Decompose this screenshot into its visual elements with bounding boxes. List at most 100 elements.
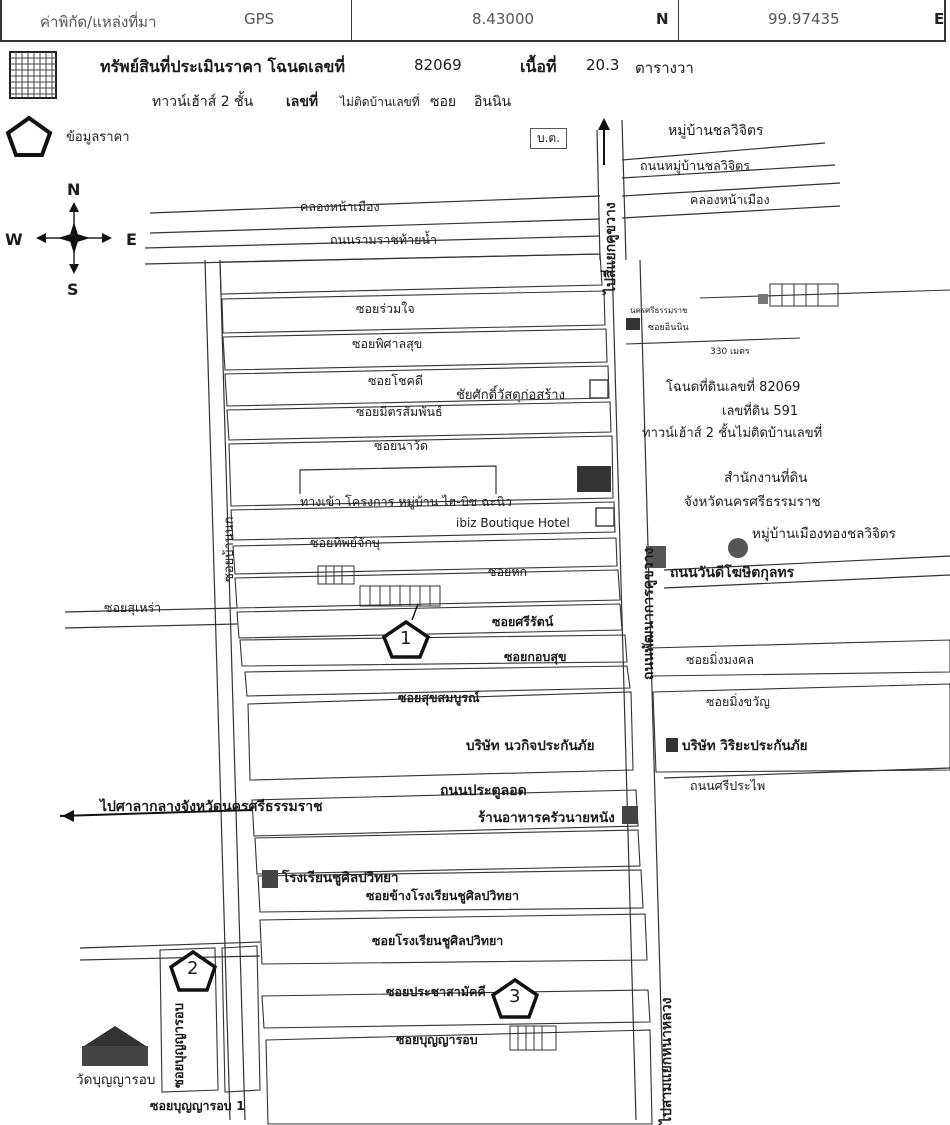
soi-prachasamakkhi: ซอยประชาสามัคคี xyxy=(386,984,486,999)
soi-phisansuk: ซอยพิศาลสุข xyxy=(352,336,423,351)
nawakit-insurance: บริษัท นวกิจประกันภัย xyxy=(466,738,595,754)
store-icon xyxy=(589,379,609,399)
inset-distance: 330 เมตร xyxy=(710,347,750,357)
mcdonalds-icon xyxy=(577,466,611,492)
compass-s: S xyxy=(67,280,79,299)
to-intersection-bottom: ไปสามแยกหนาหลวง xyxy=(659,997,675,1124)
townhouse-strip xyxy=(317,283,839,1051)
header-area-unit: ตารางวา xyxy=(635,59,694,77)
blocks xyxy=(159,253,950,1125)
compass-n: N xyxy=(67,180,81,199)
arrow-to-court-icon xyxy=(59,809,253,822)
to-court-label: ไปศาลากลางจังหวัดนครศรีธรรมราช xyxy=(100,799,323,815)
school-label: โรงเรียนชูศิลปวิทยา xyxy=(282,870,399,886)
deed-note-1: โฉนดที่ดินเลขที่ 82069 xyxy=(666,380,801,395)
soi-kopsuk: ซอยกอบสุข xyxy=(504,649,567,664)
wiriya-insurance: บริษัท วิริยะประกันภัย xyxy=(682,738,808,754)
road-moo-ban-chonlawijit: ถนนหมู่บ้านชลวิจิตร xyxy=(640,158,750,173)
restaurant-label: ร้านอาหารครัวนายหนัง xyxy=(478,810,615,826)
marker-3-icon xyxy=(490,977,540,1019)
soi-school: ซอยโรงเรียนชูศิลปวิทยา xyxy=(372,933,504,948)
soi-thipchak: ซอยทิพย์จักษุ xyxy=(310,535,381,550)
pentagon-legend-icon xyxy=(5,115,53,157)
soi-boonyanarob: ซอยบุญญารอบ xyxy=(396,1032,478,1047)
wat-label: วัดบุญญารอบ xyxy=(76,1072,156,1088)
header-soi-label: ซอย xyxy=(430,94,457,110)
header-area-value: 20.3 xyxy=(586,56,620,74)
soi-monkhon: ซอยมิ่งมงคล xyxy=(686,652,755,667)
marker-2-label: 2 xyxy=(187,958,199,979)
khlong-left: คลองหน้าเมือง xyxy=(300,199,380,214)
land-office-icon xyxy=(728,538,748,558)
soi-ban-nok: ซอยบ้านนก xyxy=(222,516,237,582)
land-office-line2: จังหวัดนครศรีธรรมราช xyxy=(684,494,821,510)
road-lines xyxy=(144,119,841,1121)
inset-square-icon xyxy=(758,294,768,304)
price-legend: ข้อมูลราคา xyxy=(66,130,130,145)
school-icon xyxy=(262,870,278,888)
marker-1-label: 1 xyxy=(400,628,412,649)
khlong-right: คลองหน้าเมือง xyxy=(690,192,770,207)
soi-boonyanarob-vertical: ซอยบุญญารอบ xyxy=(172,1003,187,1088)
gps-label: ค่าพิกัด/แหล่งที่มา xyxy=(40,13,157,31)
inset-store-icon xyxy=(626,318,640,330)
moo-ban-chonlawijit: หมู่บ้านชลวิจิตร xyxy=(668,123,764,139)
road-sriprapai: ถนนศรีประไพ xyxy=(690,778,766,793)
soi-hok: ซอยหก xyxy=(488,564,528,579)
marker-1-icon xyxy=(381,619,431,659)
header-type: ทาวน์เฮ้าส์ 2 ชั้น xyxy=(152,94,254,110)
wiriya-icon xyxy=(666,738,678,752)
marker-3-label: 3 xyxy=(509,986,521,1007)
deed-note-3: ทาวน์เฮ้าส์ 2 ชั้นไม่ติดบ้านเลขที่ xyxy=(642,426,823,441)
seven-eleven-icon xyxy=(646,546,666,568)
gps-lon: 99.97435 xyxy=(768,10,840,28)
temple-icon xyxy=(82,1026,148,1066)
header-no-label: เลขที่ xyxy=(286,94,319,110)
compass-w: W xyxy=(5,230,23,249)
divider xyxy=(678,0,679,40)
soi-mitsamphan: ซอยมิตรสัมพันธ์ xyxy=(356,404,443,419)
header-no-value: ไม่ติดบ้านเลขที่ xyxy=(340,95,420,109)
road-pratoo-lot: ถนนประตูลอด xyxy=(440,783,527,799)
road-wantee: ถนนวันดีโฆษิตกุลทร xyxy=(670,565,795,581)
soi-sukhsomboon: ซอยสุขสมบูรณ์ xyxy=(398,690,480,705)
header-area-label: เนื้อที่ xyxy=(520,57,557,76)
soi-sukrao: ซอยสุเหร่า xyxy=(104,600,162,615)
gps-lat-dir: N xyxy=(656,10,669,28)
inset-store: นครศรีธรรมราช xyxy=(630,306,688,315)
soi-khwanyuen: ซอยมิ่งขวัญ xyxy=(706,694,770,709)
soi-nawat: ซอยนาวัด xyxy=(374,438,429,453)
moo-ban-muang-thong: หมู่บ้านเมืองทองชลวิจิตร xyxy=(752,526,896,542)
compass-icon xyxy=(36,202,112,274)
land-office-line1: สำนักงานที่ดิน xyxy=(724,470,808,486)
header-title: ทรัพย์สินที่ประเมินราคา โฉนดเลขที่ xyxy=(100,57,346,76)
marker-2-icon xyxy=(168,949,218,992)
header-deed-no: 82069 xyxy=(414,56,462,74)
box-top-label: บ.ต. xyxy=(530,128,568,149)
hotel-icon xyxy=(595,507,615,527)
soi-boonyanarob-1: ซอยบุญญารอบ 1 xyxy=(150,1098,245,1113)
ibiz-hotel: ibiz Boutique Hotel xyxy=(456,516,570,530)
road-pattanakan: ถนนพัฒนาการคูขวาง xyxy=(641,547,657,680)
soi-ruamjai: ซอยร่วมใจ xyxy=(356,301,415,316)
gps-lat: 8.43000 xyxy=(472,10,535,28)
soi-chokdee: ซอยโชคดี xyxy=(368,373,423,388)
project-entrance: ทางเข้า โครงการ หมู่บ้าน ไฮ-บิซ ฉะนิว xyxy=(300,494,512,509)
chaisak-store: ชัยศักดิ์วัสดุก่อสร้าง xyxy=(456,388,565,403)
arrow-north-icon xyxy=(598,118,610,165)
compass-e: E xyxy=(126,230,137,249)
inset-soi: ซอยอินนิน xyxy=(648,323,689,333)
deed-note-2: เลขที่ดิน 591 xyxy=(722,404,799,419)
divider xyxy=(351,0,352,40)
gps-bar: ค่าพิกัด/แหล่งที่มา GPS 8.43000 N 99.974… xyxy=(0,0,946,42)
grid-icon xyxy=(9,51,57,99)
road-ramrat: ถนนรามราชท้ายน้ำ xyxy=(330,232,437,247)
header-soi-value: อินนิน xyxy=(474,94,512,110)
soi-beside-school: ซอยข้างโรงเรียนชูศิลปวิทยา xyxy=(366,888,519,903)
gps-source: GPS xyxy=(244,10,275,28)
soi-sirat: ซอยศรีรัตน์ xyxy=(492,614,554,629)
restaurant-icon xyxy=(622,806,638,824)
gps-lon-dir: E xyxy=(934,10,945,28)
to-intersection-top: ไปสี่แยกคูขวาง xyxy=(603,202,619,294)
